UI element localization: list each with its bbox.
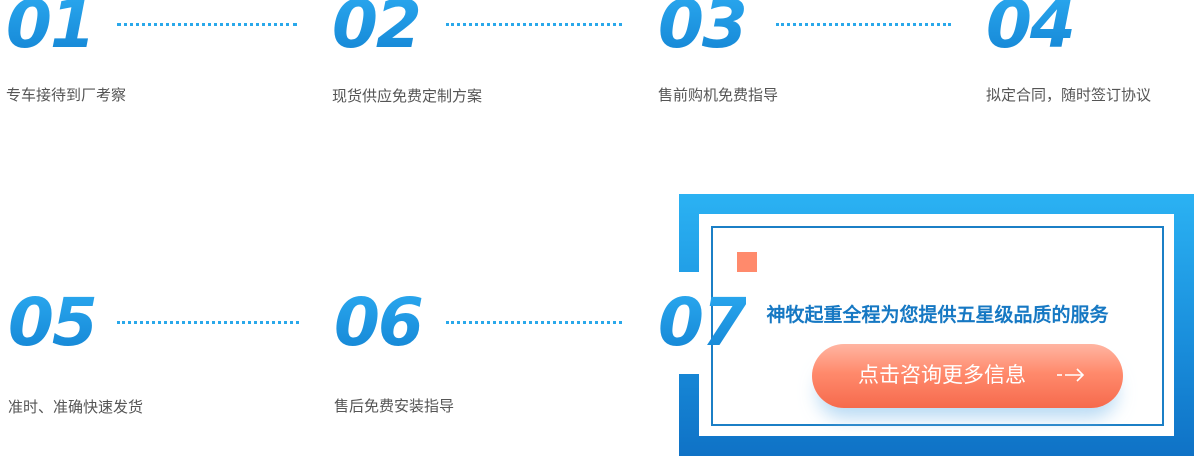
cta-frame: 神牧起重全程为您提供五星级品质的服务 点击咨询更多信息	[711, 226, 1164, 426]
step-05: 05 准时、准确快速发货	[8, 284, 299, 420]
step-number: 05	[8, 284, 98, 361]
step-03: 03 售前购机免费指导	[658, 0, 958, 112]
dotted-connector	[117, 321, 299, 324]
step-number: 04	[986, 0, 1076, 58]
step-number: 01	[6, 0, 96, 58]
step-number: 03	[658, 0, 748, 58]
dotted-connector	[446, 23, 622, 26]
step-text: 拟定合同，随时签订协议	[986, 86, 1152, 104]
cta-panel-inner: 神牧起重全程为您提供五星级品质的服务 点击咨询更多信息	[699, 214, 1174, 436]
accent-square	[737, 252, 757, 272]
arrow-right-icon	[1057, 368, 1085, 382]
step-number: 07	[658, 284, 748, 361]
step-07: 07	[658, 290, 758, 360]
step-text: 售前购机免费指导	[658, 86, 779, 104]
step-text: 准时、准确快速发货	[8, 398, 144, 416]
step-number: 06	[334, 284, 424, 361]
step-01: 01 专车接待到厂考察	[6, 0, 297, 112]
step-text: 专车接待到厂考察	[6, 86, 127, 104]
step-04: 04 拟定合同，随时签订协议	[986, 0, 1186, 112]
step-number: 02	[332, 0, 422, 58]
cta-panel: 神牧起重全程为您提供五星级品质的服务 点击咨询更多信息	[679, 194, 1194, 456]
step-text: 售后免费安装指导	[334, 397, 455, 415]
step-07-backdrop	[655, 272, 711, 374]
dotted-connector	[776, 23, 951, 26]
consult-button[interactable]: 点击咨询更多信息	[812, 344, 1123, 408]
cta-title: 神牧起重全程为您提供五星级品质的服务	[766, 304, 1109, 326]
dotted-connector	[446, 321, 622, 324]
step-06: 06 售后免费安装指导	[334, 290, 624, 420]
consult-button-label: 点击咨询更多信息	[858, 363, 1026, 387]
step-text: 现货供应免费定制方案	[332, 87, 483, 105]
dotted-connector	[117, 23, 297, 26]
step-02: 02 现货供应免费定制方案	[332, 0, 622, 112]
